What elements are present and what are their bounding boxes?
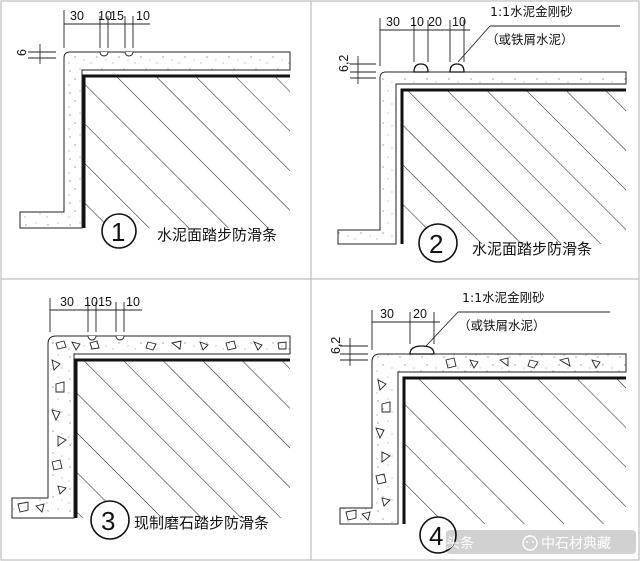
dimension-line xyxy=(49,298,142,332)
dimension-line xyxy=(379,18,620,66)
material-note: 1:1水泥金刚砂 xyxy=(490,4,573,19)
detail-number: 2 xyxy=(429,229,443,259)
antislip-groove xyxy=(115,335,125,341)
concrete-hatch xyxy=(404,378,626,524)
panel-2: 30 10 20 10 1:1水泥金刚砂 （或铁屑水泥） 6,2 2 水泥面踏步… xyxy=(337,4,627,263)
concrete-outline xyxy=(402,376,626,524)
wechat-icon-dot xyxy=(526,541,528,543)
dim-label: 30 xyxy=(380,307,394,321)
watermark-left: 头条 xyxy=(446,535,474,552)
detail-caption: 水泥面踏步防滑条 xyxy=(157,226,277,244)
antislip-groove xyxy=(87,335,97,341)
concrete-hatch xyxy=(76,360,290,518)
detail-number-circle xyxy=(101,213,137,249)
antislip-groove xyxy=(124,51,134,57)
side-dim-label: 6 xyxy=(15,49,29,56)
dimension-line xyxy=(63,10,150,48)
terrazzo-chips xyxy=(17,340,287,513)
dim-label: 10 xyxy=(136,9,150,23)
concrete-hatch xyxy=(402,90,626,244)
antislip-strip xyxy=(409,345,435,355)
detail-caption: 水泥面踏步防滑条 xyxy=(472,240,592,258)
dim-label: 10 xyxy=(410,15,424,29)
side-dim-label: 6,2 xyxy=(337,55,351,72)
detail-number: 1 xyxy=(111,217,125,247)
detail-number-circle xyxy=(419,516,457,554)
terrazzo-chips xyxy=(345,357,601,521)
concrete-hatch xyxy=(84,76,290,228)
dim-label: 15 xyxy=(110,9,124,23)
terrazzo-layer xyxy=(11,335,291,519)
side-dimension xyxy=(28,44,56,64)
detail-number: 4 xyxy=(429,521,443,551)
dim-label: 30 xyxy=(70,9,84,23)
dimension-line xyxy=(371,310,610,350)
detail-number-circle xyxy=(90,500,130,540)
dim-label: 10 xyxy=(452,15,466,29)
side-dimension xyxy=(350,56,376,84)
wechat-icon-dot xyxy=(532,541,534,543)
dim-label: 15 xyxy=(98,295,112,309)
concrete-outline xyxy=(400,88,626,244)
material-note: 1:1水泥金刚砂 xyxy=(462,290,545,305)
dim-label: 10 xyxy=(84,295,98,309)
material-note: （或铁屑水泥） xyxy=(458,318,546,333)
dim-label: 10 xyxy=(126,295,140,309)
panel-4: 30 20 1:1水泥金刚砂 （或铁屑水泥） 6,2 4 xyxy=(329,290,627,554)
antislip-groove xyxy=(99,51,109,57)
antislip-strip xyxy=(413,63,429,73)
dim-label: 20 xyxy=(428,15,442,29)
dim-label: 30 xyxy=(60,295,74,309)
side-dim-label: 6,2 xyxy=(329,337,343,354)
dim-label: 10 xyxy=(98,9,112,23)
watermark: 头条 中石材典藏 xyxy=(446,530,636,554)
concrete-outline xyxy=(82,74,290,228)
side-dimension xyxy=(340,338,368,366)
panel-3: 30 10 15 10 3 现制磨石踏步防滑条 xyxy=(11,295,291,540)
concrete-outline xyxy=(74,358,290,518)
detail-number: 3 xyxy=(101,506,115,536)
detail-caption: 现制磨石踏步防滑条 xyxy=(134,514,269,532)
dim-label: 30 xyxy=(386,15,400,29)
screed-layer xyxy=(337,71,627,245)
watermark-right: 中石材典藏 xyxy=(541,536,611,552)
detail-number-circle xyxy=(418,223,458,263)
screed-layer xyxy=(19,51,291,229)
dim-label: 20 xyxy=(413,307,427,321)
material-note: （或铁屑水泥） xyxy=(486,32,574,47)
wechat-icon xyxy=(522,535,538,551)
antislip-strip xyxy=(449,63,465,73)
panel-1: 30 10 15 10 6 1 水泥面踏步防滑条 xyxy=(15,9,291,249)
terrazzo-layer xyxy=(339,353,627,525)
